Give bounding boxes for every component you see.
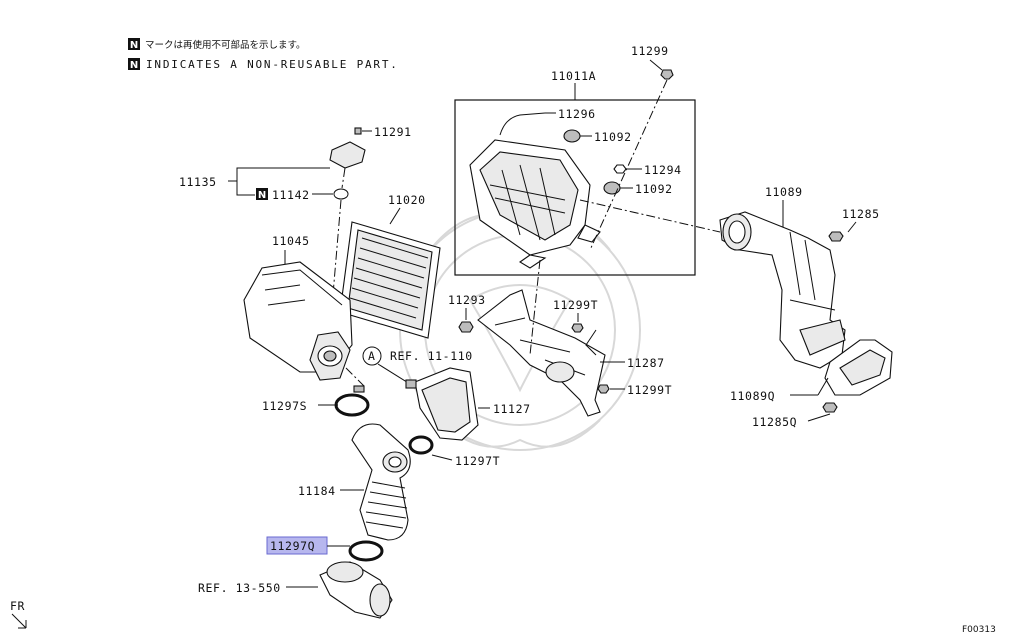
- label-11297S[interactable]: 11297S: [262, 399, 307, 413]
- label-11293[interactable]: 11293: [448, 293, 486, 307]
- air-duct-lower: [824, 339, 893, 396]
- label-11291[interactable]: 11291: [374, 125, 412, 139]
- label-11299[interactable]: 11299: [631, 44, 669, 58]
- label-11297T[interactable]: 11297T: [455, 454, 500, 468]
- label-ref-11-110[interactable]: REF. 11-110: [390, 349, 473, 363]
- label-11092-bottom[interactable]: 11092: [635, 182, 673, 196]
- label-11089Q[interactable]: 11089Q: [730, 389, 775, 403]
- label-11297Q[interactable]: 11297Q: [270, 539, 315, 553]
- non-reusable-badge-11142: [256, 188, 268, 200]
- badge-n-2: N: [130, 60, 138, 71]
- label-11089[interactable]: 11089: [765, 185, 803, 199]
- resonator: [405, 367, 479, 441]
- air-cleaner-cover: [469, 139, 601, 269]
- non-reusable-note-jp: N マークは再使用不可部品を示します。: [128, 38, 306, 51]
- label-11092-top[interactable]: 11092: [594, 130, 632, 144]
- air-intake-duct: [719, 211, 846, 369]
- label-11287[interactable]: 11287: [627, 356, 665, 370]
- label-11135[interactable]: 11135: [179, 175, 217, 189]
- non-reusable-note-en: N INDICATES A NON-REUSABLE PART.: [128, 58, 399, 71]
- label-11285[interactable]: 11285: [842, 207, 880, 221]
- air-filter-element: [339, 221, 441, 339]
- note-en-text: INDICATES A NON-REUSABLE PART.: [146, 58, 399, 71]
- throttle-inlet-duct: [319, 561, 393, 619]
- label-11296[interactable]: 11296: [558, 107, 596, 121]
- label-11299T-top[interactable]: 11299T: [553, 298, 598, 312]
- front-direction-arrow-icon: [11, 613, 27, 629]
- badge-n: N: [130, 40, 138, 51]
- label-11020[interactable]: 11020: [388, 193, 426, 207]
- label-ref-13-550[interactable]: REF. 13-550: [198, 581, 281, 595]
- label-11127[interactable]: 11127: [493, 402, 531, 416]
- fr-label: FR: [10, 599, 25, 613]
- air-cleaner-case: [243, 261, 353, 381]
- intake-hose: [351, 423, 411, 541]
- label-11045[interactable]: 11045: [272, 234, 310, 248]
- bracket-11287: [477, 289, 606, 417]
- label-11184[interactable]: 11184: [298, 484, 336, 498]
- note-jp-text: マークは再使用不可部品を示します。: [145, 39, 306, 51]
- label-11294[interactable]: 11294: [644, 163, 682, 177]
- label-11285Q[interactable]: 11285Q: [752, 415, 797, 429]
- label-11011A[interactable]: 11011A: [551, 69, 596, 83]
- label-11299T-bottom[interactable]: 11299T: [627, 383, 672, 397]
- figure-code: F00313: [962, 625, 996, 635]
- svg-text:N: N: [258, 190, 266, 201]
- label-11142[interactable]: 11142: [272, 188, 310, 202]
- airflow-sensor: [329, 127, 366, 169]
- ref-marker-A[interactable]: A: [368, 349, 376, 363]
